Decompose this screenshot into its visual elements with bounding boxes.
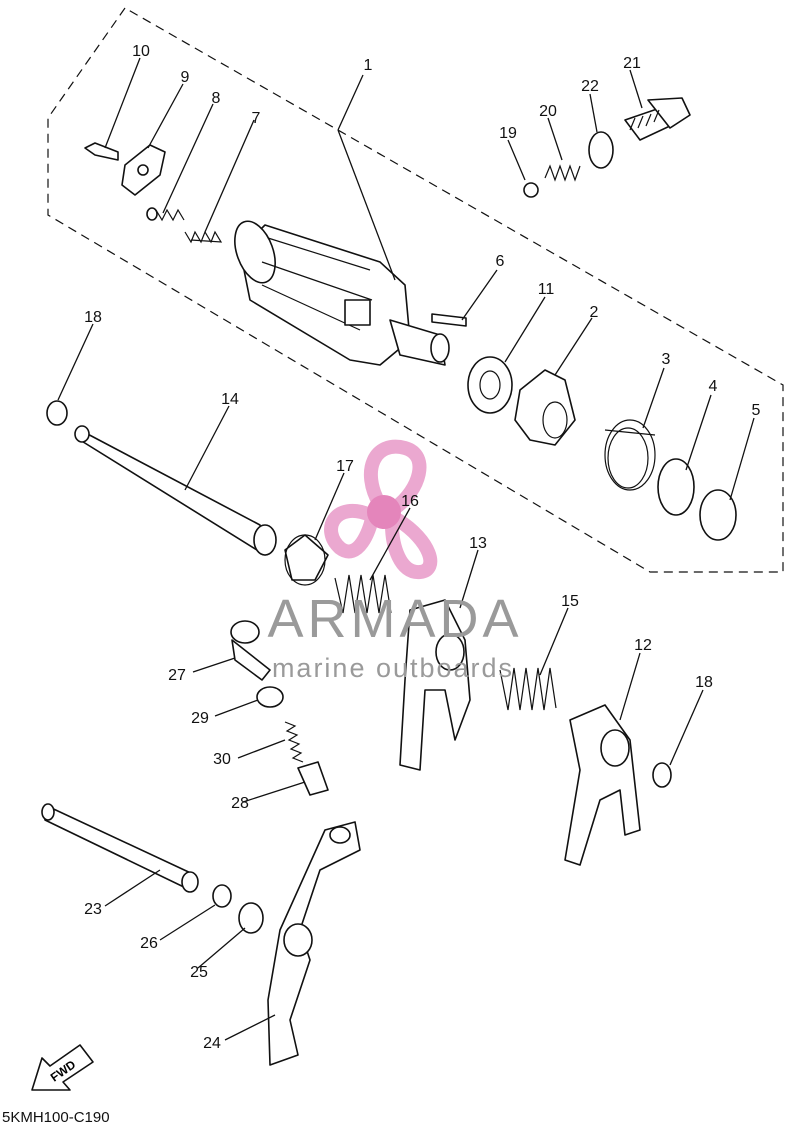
callout-5: 5 xyxy=(752,402,761,419)
part-shift-fork-shaft xyxy=(74,425,277,556)
part-code-label: 5KMH100-C190 xyxy=(2,1109,110,1126)
callout-13: 13 xyxy=(469,535,487,552)
part-plug-bolt xyxy=(624,97,691,141)
part-shift-fork-12 xyxy=(564,704,641,866)
callout-21: 21 xyxy=(623,55,641,72)
part-circlip-5 xyxy=(699,489,737,541)
part-torsion-spring xyxy=(604,419,656,491)
callout-1: 1 xyxy=(364,57,373,74)
part-ball xyxy=(523,182,539,198)
logo-blade-top xyxy=(364,439,427,515)
watermark-brand: ARMADA xyxy=(267,589,522,649)
part-washer-22 xyxy=(588,131,614,169)
part-spring-20 xyxy=(544,164,581,182)
part-shift-arm xyxy=(267,821,361,1066)
callout-29: 29 xyxy=(191,710,209,727)
part-circlip-18b xyxy=(652,762,672,788)
part-circlip-18a xyxy=(46,400,68,426)
callout-17: 17 xyxy=(336,458,354,475)
callout-8: 8 xyxy=(212,90,221,107)
part-spring-15 xyxy=(499,667,557,711)
callout-27: 27 xyxy=(168,667,186,684)
assembly-dashed-outline xyxy=(47,7,784,573)
callout-23: 23 xyxy=(84,901,102,918)
callout-labels: 1 2 3 4 5 6 7 8 9 10 11 12 13 14 15 16 1… xyxy=(84,43,760,1052)
leader-lines xyxy=(57,57,755,1041)
callout-26: 26 xyxy=(140,935,158,952)
callout-19: 19 xyxy=(499,125,517,142)
callout-18-right: 18 xyxy=(695,674,713,691)
part-small-spring xyxy=(184,230,223,244)
part-stopper-plate xyxy=(121,144,166,196)
callout-16: 16 xyxy=(401,493,419,510)
callout-18-top: 18 xyxy=(84,309,102,326)
part-washer-25 xyxy=(238,902,264,934)
callout-2: 2 xyxy=(590,304,599,321)
part-cam-segment xyxy=(514,369,576,446)
callout-15: 15 xyxy=(561,593,579,610)
callout-7: 7 xyxy=(252,110,261,127)
logo-hub xyxy=(367,495,401,529)
part-pin xyxy=(431,313,467,327)
part-screw xyxy=(84,142,119,161)
part-spring-16 xyxy=(334,574,392,614)
part-washer-11 xyxy=(467,356,513,414)
part-washer-29 xyxy=(256,686,284,708)
watermark-tagline: marine outboards xyxy=(272,653,514,683)
callout-14: 14 xyxy=(221,391,239,408)
logo-blade-left xyxy=(324,503,379,559)
part-collar xyxy=(284,534,329,586)
part-pin-spring xyxy=(146,207,185,222)
part-washer-4 xyxy=(657,458,695,516)
callout-10: 10 xyxy=(132,43,150,60)
part-pin-28 xyxy=(297,761,329,796)
callout-11: 11 xyxy=(538,281,555,298)
callout-25: 25 xyxy=(190,964,208,981)
part-shift-drum xyxy=(234,220,450,366)
callout-22: 22 xyxy=(581,78,599,95)
part-shift-fork-13 xyxy=(399,599,471,771)
callout-4: 4 xyxy=(709,378,718,395)
armada-logo-watermark xyxy=(324,439,438,579)
fwd-arrow: FWD xyxy=(31,1044,94,1091)
callout-3: 3 xyxy=(662,351,671,368)
callout-9: 9 xyxy=(181,69,190,86)
callout-28: 28 xyxy=(231,795,249,812)
callout-24: 24 xyxy=(203,1035,221,1052)
logo-blade-right xyxy=(385,513,438,579)
part-bolt-27 xyxy=(230,620,271,681)
callout-12: 12 xyxy=(634,637,652,654)
part-shift-shaft xyxy=(41,803,199,893)
callout-6: 6 xyxy=(496,253,505,270)
callout-20: 20 xyxy=(539,103,557,120)
part-circlip-26 xyxy=(212,884,232,908)
part-spring-30 xyxy=(284,721,304,763)
callout-30: 30 xyxy=(213,751,231,768)
